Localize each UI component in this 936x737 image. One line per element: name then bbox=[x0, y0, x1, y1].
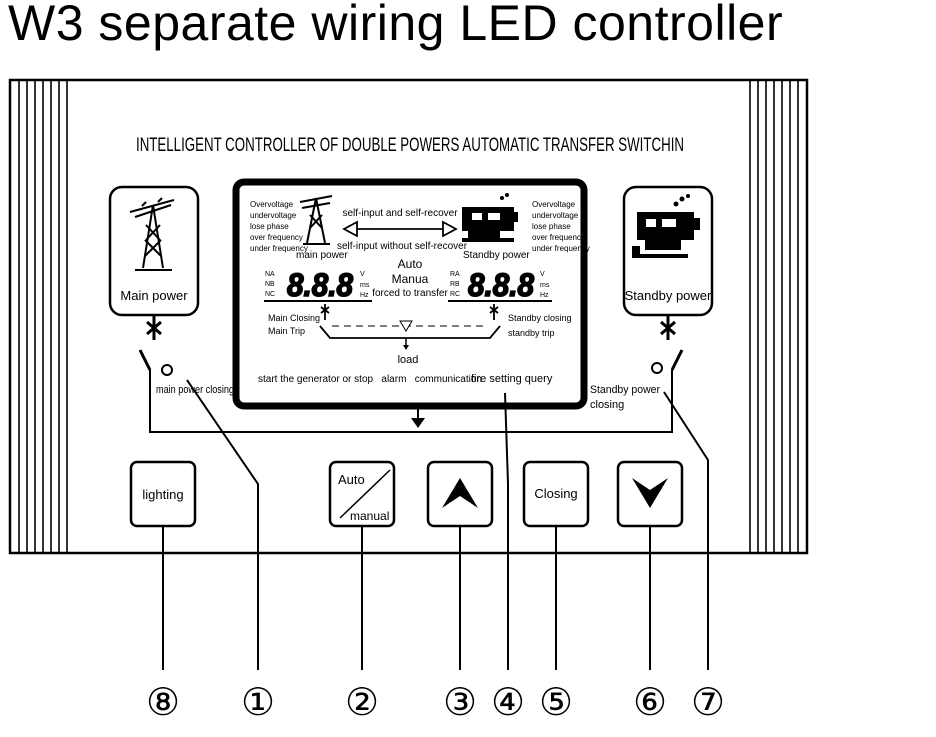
left-fins bbox=[18, 80, 68, 553]
callout-6: ⑥ bbox=[633, 682, 667, 724]
unit-ms-right: ms bbox=[540, 282, 550, 289]
callout-8: ⑧ bbox=[146, 682, 180, 724]
lcd-self-input-no-recover: self-input without self-recover bbox=[337, 241, 468, 252]
callout-numbers: ⑧ ① ② ③ ④ ⑤ ⑥ ⑦ bbox=[146, 682, 725, 724]
standby-power-label: Standby power bbox=[625, 288, 712, 303]
lcd-auto: Auto bbox=[398, 257, 423, 271]
lcd-main-trip: Main Trip bbox=[268, 326, 305, 336]
lcd-standby-switch-mark bbox=[489, 304, 499, 320]
power-tower-icon bbox=[129, 197, 175, 271]
phase-na: NA bbox=[265, 271, 275, 278]
fault-left-3: lose phase bbox=[250, 222, 289, 231]
phase-rc: RC bbox=[450, 291, 460, 298]
auto-label: Auto bbox=[338, 472, 365, 487]
fault-left-4: over frequency bbox=[250, 233, 303, 242]
callout-3: ③ bbox=[443, 682, 477, 724]
unit-v-right: V bbox=[540, 271, 545, 278]
fault-right-4: over frequency bbox=[532, 233, 585, 242]
down-arrow-icon bbox=[632, 478, 668, 508]
fault-right-2: undervoltage bbox=[532, 211, 579, 220]
unit-hz-right: Hz bbox=[540, 292, 549, 299]
lcd-digits-left: 8.8.8 bbox=[287, 267, 353, 303]
lcd-units-right: V ms Hz bbox=[540, 271, 550, 299]
page-title: W3 separate wiring LED controller bbox=[8, 0, 784, 51]
main-power-closing-led bbox=[161, 364, 173, 376]
callout-7: ⑦ bbox=[691, 682, 725, 724]
controller-panel bbox=[8, 78, 809, 555]
lcd-forced: forced to transfer bbox=[372, 288, 448, 299]
phase-nc: NC bbox=[265, 291, 275, 298]
callout-2: ② bbox=[345, 682, 379, 724]
lcd-faults-left: Overvoltage undervoltage lose phase over… bbox=[250, 200, 308, 253]
bus-line bbox=[149, 370, 673, 433]
fault-right-1: Overvoltage bbox=[532, 200, 576, 209]
fault-left-5: under frequency bbox=[250, 244, 308, 253]
standby-switch-symbol bbox=[660, 315, 684, 371]
lcd-main-switch-mark bbox=[320, 304, 330, 320]
standby-power-closing-led bbox=[651, 362, 663, 374]
fault-left-1: Overvoltage bbox=[250, 200, 294, 209]
panel-header: INTELLIGENT CONTROLLER OF DOUBLE POWERS … bbox=[136, 135, 684, 156]
lcd-tower-icon bbox=[299, 195, 333, 245]
main-power-label: Main power bbox=[120, 288, 188, 303]
lcd-double-arrow bbox=[342, 220, 458, 238]
lcd-main-closing: Main Closing bbox=[268, 313, 320, 323]
lcd-manua: Manua bbox=[392, 272, 429, 286]
right-fins bbox=[749, 80, 799, 553]
fault-right-5: under frequency bbox=[532, 244, 590, 253]
standby-closing-line1: Standby power bbox=[590, 384, 660, 396]
lcd-bottom-row: start the generator or stop alarm commun… bbox=[258, 374, 482, 385]
lcd-units-left: V ms Hz bbox=[360, 271, 370, 299]
fault-left-2: undervoltage bbox=[250, 211, 297, 220]
lcd-faults-right: Overvoltage undervoltage lose phase over… bbox=[532, 200, 590, 253]
lcd-generator-icon bbox=[462, 193, 518, 242]
lcd-standby-closing: Standby closing bbox=[508, 313, 572, 323]
lcd-self-input-recover: self-input and self-recover bbox=[342, 208, 458, 219]
unit-hz-left: Hz bbox=[360, 292, 369, 299]
lcd-fire-query: fire setting query bbox=[471, 373, 553, 385]
lighting-button-label: lighting bbox=[142, 487, 183, 502]
closing-button-label: Closing bbox=[534, 486, 577, 501]
unit-ms-left: ms bbox=[360, 282, 370, 289]
leader-lines bbox=[162, 379, 709, 670]
lcd-phases-left: NA NB NC bbox=[265, 271, 275, 298]
fault-right-3: lose phase bbox=[532, 222, 571, 231]
phase-ra: RA bbox=[450, 271, 460, 278]
manual-label: manual bbox=[350, 509, 389, 523]
lcd-standby-power: Standby power bbox=[463, 250, 530, 261]
callout-5: ⑤ bbox=[539, 682, 573, 724]
callout-1: ① bbox=[241, 682, 275, 724]
standby-closing-line2: closing bbox=[590, 399, 624, 411]
lcd-main-power: main power bbox=[296, 250, 348, 261]
main-switch-symbol bbox=[138, 315, 162, 371]
lcd-standby-trip: standby trip bbox=[508, 328, 555, 338]
lcd-digits-right: 8.8.8 bbox=[468, 267, 534, 303]
phase-rb: RB bbox=[450, 281, 460, 288]
unit-v-left: V bbox=[360, 271, 365, 278]
lcd-load: load bbox=[398, 354, 419, 366]
phase-nb: NB bbox=[265, 281, 275, 288]
lcd-load-bus bbox=[319, 325, 501, 339]
callout-4: ④ bbox=[491, 682, 525, 724]
up-arrow-icon bbox=[442, 478, 478, 508]
lcd-phases-right: RA RB RC bbox=[450, 271, 460, 298]
